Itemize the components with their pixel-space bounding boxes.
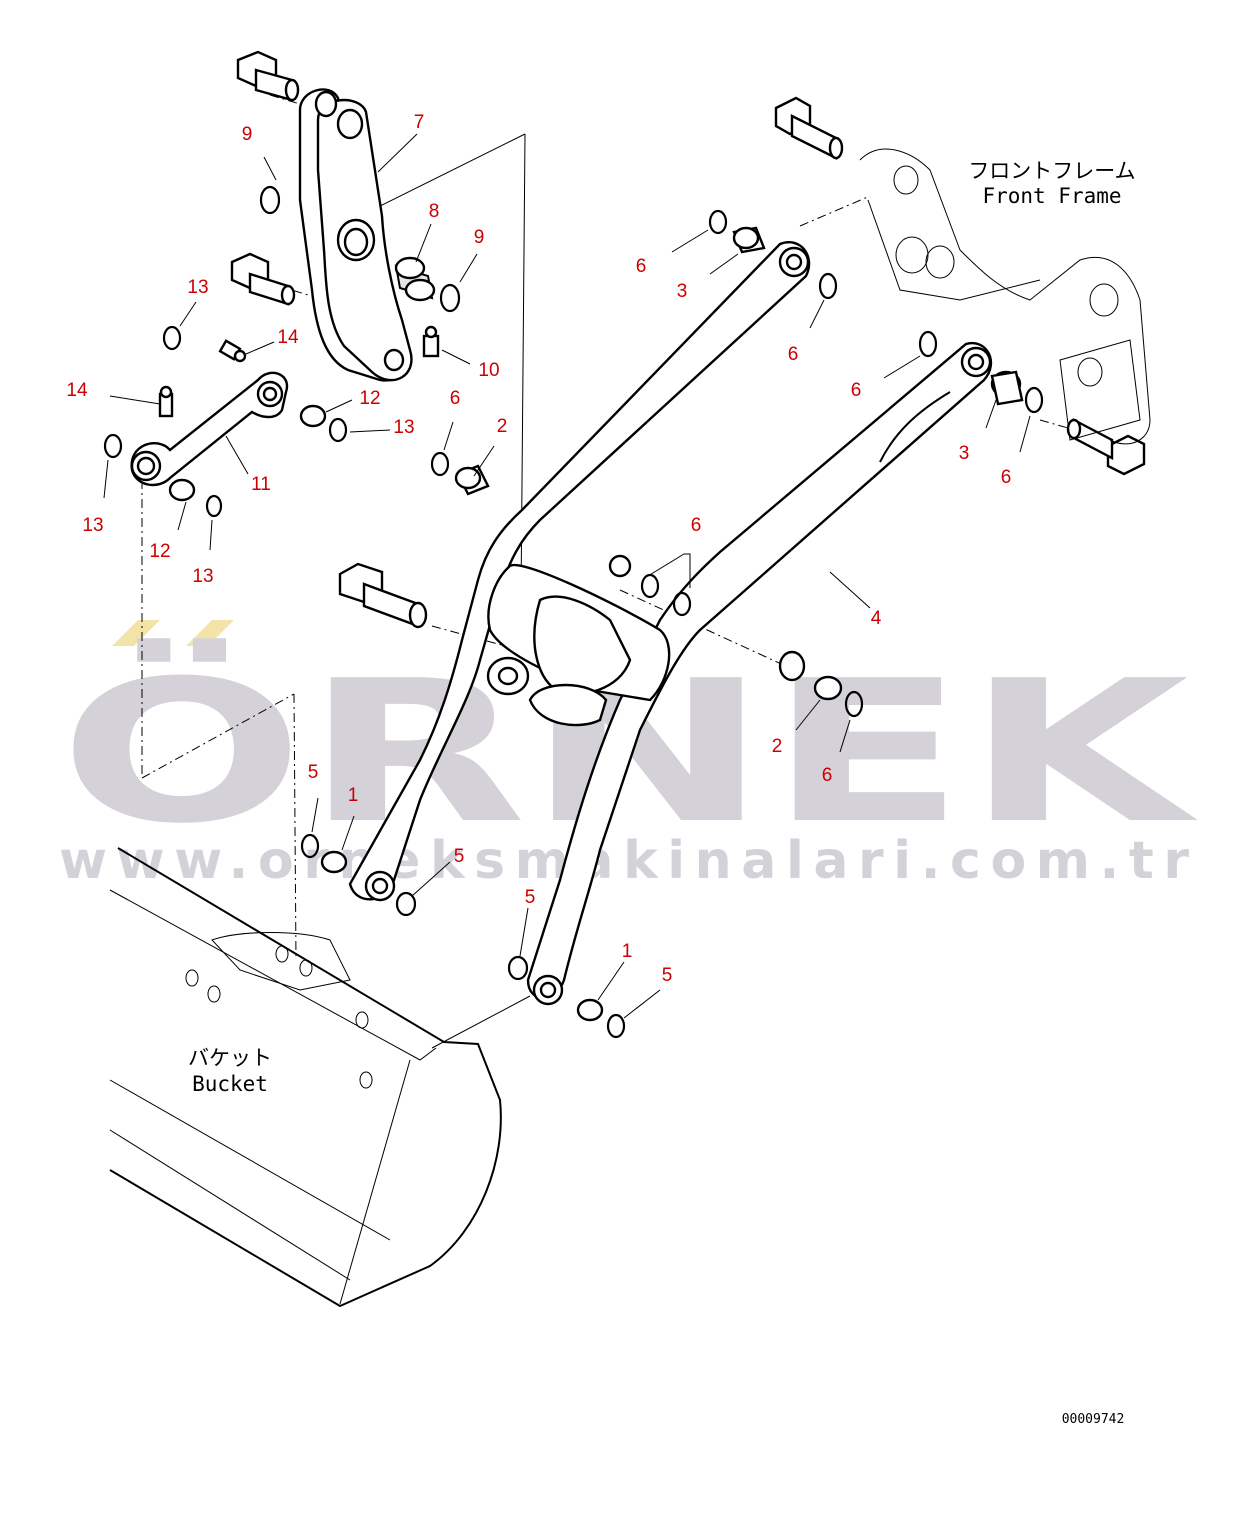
- callout-label: 13: [192, 566, 213, 587]
- callout-label: 5: [454, 846, 465, 867]
- callout-label: 6: [822, 765, 833, 786]
- pin-center: [338, 562, 428, 629]
- bell-crank: [298, 88, 413, 382]
- o-rings: [103, 185, 1044, 1039]
- watermark-umlaut-left: [112, 620, 160, 646]
- callout-label: 13: [393, 417, 414, 438]
- callout-labels: 7 9 8 9 13 14 10 14 12 13 11 13 12 13 6 …: [66, 112, 1011, 986]
- pin-frame-bottom: [1066, 418, 1146, 476]
- cross-tube: [486, 554, 806, 727]
- callout-label: 5: [525, 887, 536, 908]
- callout-label: 12: [359, 388, 380, 409]
- callout-label: 11: [251, 474, 271, 495]
- callout-label: 13: [82, 515, 103, 536]
- grease-fitting-c: [422, 325, 440, 358]
- drawing-code: 00009742: [1062, 1412, 1125, 1427]
- watermark-url: www.orneksmakinalari.com.tr: [59, 831, 1189, 891]
- callout-label: 14: [66, 380, 88, 401]
- pin-top-left: [236, 50, 300, 102]
- pin-mid-left: [230, 252, 296, 306]
- boom-left: [348, 241, 811, 902]
- callout-label: 2: [772, 736, 783, 757]
- bushings: [168, 226, 1024, 1022]
- callout-label: 4: [871, 608, 882, 629]
- front-frame-label-en: Front Frame: [982, 184, 1121, 208]
- front-frame-label-jp: フロントフレーム: [968, 159, 1135, 183]
- callout-label: 5: [308, 762, 319, 783]
- leader-lines: [103, 133, 1031, 1019]
- front-frame: [859, 148, 1151, 445]
- callout-label: 1: [348, 785, 359, 806]
- callout-label: 6: [691, 515, 702, 536]
- watermark-umlaut-right: [186, 620, 234, 646]
- bucket-label-jp: バケット: [188, 1046, 272, 1070]
- callout-label: 6: [450, 388, 461, 409]
- callout-label: 3: [959, 443, 970, 464]
- callout-label: 3: [677, 281, 688, 302]
- pin-frame-top: [774, 96, 844, 160]
- link-rod: [130, 371, 289, 487]
- callout-label: 7: [414, 112, 425, 133]
- callout-label: 6: [636, 256, 647, 277]
- bucket: [109, 847, 502, 1308]
- callout-label: 14: [277, 327, 299, 348]
- callout-label: 5: [662, 965, 673, 986]
- callout-label: 1: [622, 941, 633, 962]
- text-labels: フロントフレーム Front Frame バケット Bucket 0000974…: [188, 159, 1136, 1427]
- callout-label: 8: [429, 201, 440, 222]
- callout-label: 12: [149, 541, 170, 562]
- grease-fitting-a: [218, 339, 247, 363]
- callout-label: 6: [1001, 467, 1012, 488]
- callout-label: 10: [478, 360, 499, 381]
- callout-label: 6: [851, 380, 862, 401]
- bucket-label-en: Bucket: [192, 1072, 268, 1096]
- boom-right: [526, 341, 993, 1006]
- callout-label: 9: [474, 227, 485, 248]
- callout-label: 6: [788, 344, 799, 365]
- callout-label: 9: [242, 124, 253, 145]
- grease-fitting-b: [158, 385, 174, 418]
- callout-label: 13: [187, 277, 208, 298]
- callout-label: 2: [497, 416, 508, 437]
